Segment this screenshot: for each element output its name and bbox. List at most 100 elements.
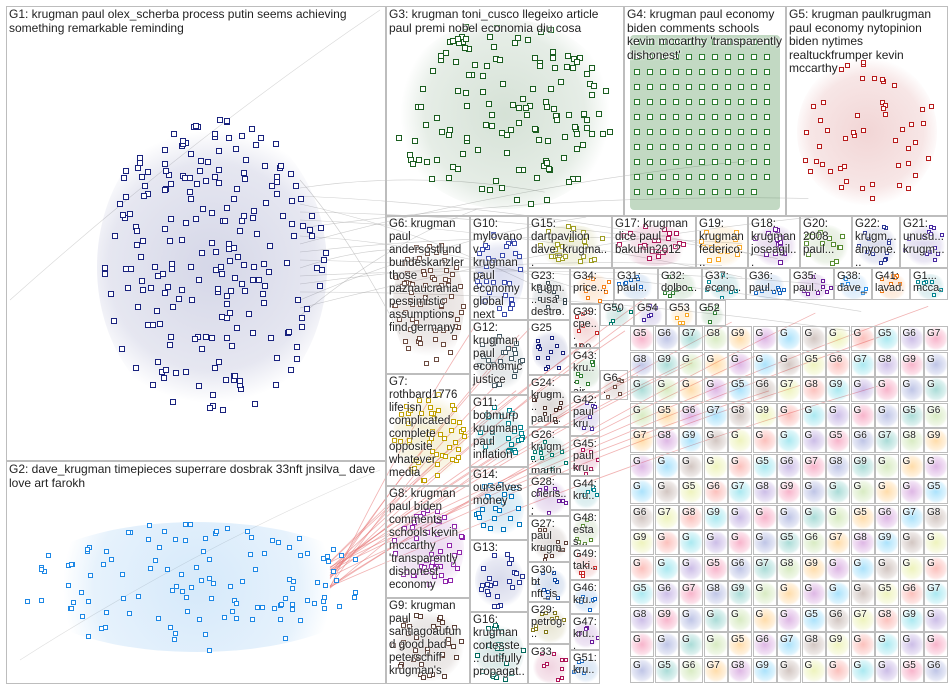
node	[589, 92, 595, 98]
node	[253, 142, 259, 148]
group-label: G1: krugman paul olex_scherba process pu…	[9, 8, 383, 35]
node	[274, 179, 280, 185]
group-label: G15: dartpavilion dave_krugma...	[531, 218, 609, 268]
small-group-panel: G	[753, 326, 777, 351]
small-group-label: G9	[878, 532, 896, 544]
group-label: G23: krugm... usa destro...	[531, 270, 567, 320]
small-group-label: G	[854, 660, 872, 672]
cluster-g2	[22, 522, 372, 652]
node	[39, 567, 44, 572]
group-panel-g25: G25	[528, 320, 570, 375]
node	[179, 572, 184, 577]
small-group-label: G	[927, 634, 945, 646]
small-group-label: G	[927, 456, 945, 468]
small-group-panel: G	[826, 505, 850, 530]
node	[294, 356, 300, 362]
small-group-panel: G7	[630, 428, 654, 453]
group-panel-g5: G5: krugman paulkrugman paul economy nyt…	[786, 6, 948, 216]
small-group-label: G	[731, 609, 749, 621]
node	[686, 114, 692, 120]
node	[883, 112, 888, 117]
small-group-label: G9	[903, 609, 921, 621]
small-group-panel: G7	[851, 352, 875, 377]
small-group-panel: G8	[753, 479, 777, 504]
small-group-label: G	[829, 660, 847, 672]
node	[586, 296, 590, 300]
node	[353, 590, 358, 595]
node	[148, 566, 153, 571]
small-group-panel: G7	[924, 581, 948, 606]
node	[253, 567, 258, 572]
node	[673, 189, 679, 195]
node	[66, 583, 71, 588]
small-group-label: G	[780, 583, 798, 595]
node	[913, 140, 918, 145]
small-group-label: G5	[878, 583, 896, 595]
small-group-panel: G5	[802, 352, 826, 377]
node	[152, 264, 158, 270]
small-group-panel: G	[704, 530, 728, 555]
small-group-label: G8	[682, 507, 700, 519]
node	[838, 166, 843, 171]
small-group-panel: G9	[728, 581, 752, 606]
small-group-panel: G6	[851, 428, 875, 453]
small-group-panel: G	[924, 556, 948, 581]
node	[566, 112, 572, 118]
node	[481, 566, 486, 571]
small-group-label: G6	[658, 583, 676, 595]
small-group-label: G	[707, 354, 725, 366]
node	[751, 144, 757, 150]
node	[293, 183, 299, 189]
node	[647, 69, 653, 75]
small-group-label: G	[829, 507, 847, 519]
small-group-label: G	[658, 634, 676, 646]
node	[117, 201, 123, 207]
node	[278, 163, 284, 169]
small-group-label: G9	[903, 354, 921, 366]
group-label: G8: krugman paul biden comments schools …	[389, 488, 467, 592]
node	[860, 186, 865, 191]
node	[550, 49, 556, 55]
node	[909, 122, 914, 127]
small-group-panel: G5	[900, 658, 924, 683]
node	[234, 325, 240, 331]
small-group-panel: G	[826, 658, 850, 683]
small-group-panel: G8	[851, 530, 875, 555]
small-group-label: G	[731, 532, 749, 544]
small-group-label: G5	[854, 507, 872, 519]
group-panel-g7: G7: rothbard1776 life isn complicated co…	[386, 374, 470, 486]
node	[699, 69, 705, 75]
node	[764, 99, 770, 105]
small-group-label: G	[756, 507, 774, 519]
small-group-label: G	[903, 456, 921, 468]
node	[472, 62, 478, 68]
node	[479, 587, 484, 592]
small-group-label: G5	[903, 660, 921, 672]
node	[214, 529, 219, 534]
small-group-label: G6	[829, 609, 847, 621]
small-group-panel: G	[753, 505, 777, 530]
small-group-label: G9	[829, 379, 847, 391]
small-group-panel: G7	[753, 556, 777, 581]
node	[255, 605, 260, 610]
small-group-panel: G6	[679, 403, 703, 428]
node	[250, 617, 255, 622]
node	[566, 179, 572, 185]
small-group-panel: G8	[630, 352, 654, 377]
node	[135, 304, 141, 310]
small-group-panel: G9	[655, 352, 679, 377]
node	[751, 114, 757, 120]
small-group-label: G5	[731, 634, 749, 646]
small-group-label: G	[756, 430, 774, 442]
node	[145, 169, 151, 175]
node	[234, 186, 240, 192]
node	[738, 144, 744, 150]
node	[828, 169, 833, 174]
small-group-label: G	[829, 405, 847, 417]
group-label: G11: bobmurp krugman paul inflation	[473, 397, 525, 462]
small-group-label: G8	[633, 609, 651, 621]
node	[203, 178, 209, 184]
group-panel-g51: G51: kru...	[570, 650, 600, 684]
node	[647, 99, 653, 105]
node	[155, 273, 161, 279]
